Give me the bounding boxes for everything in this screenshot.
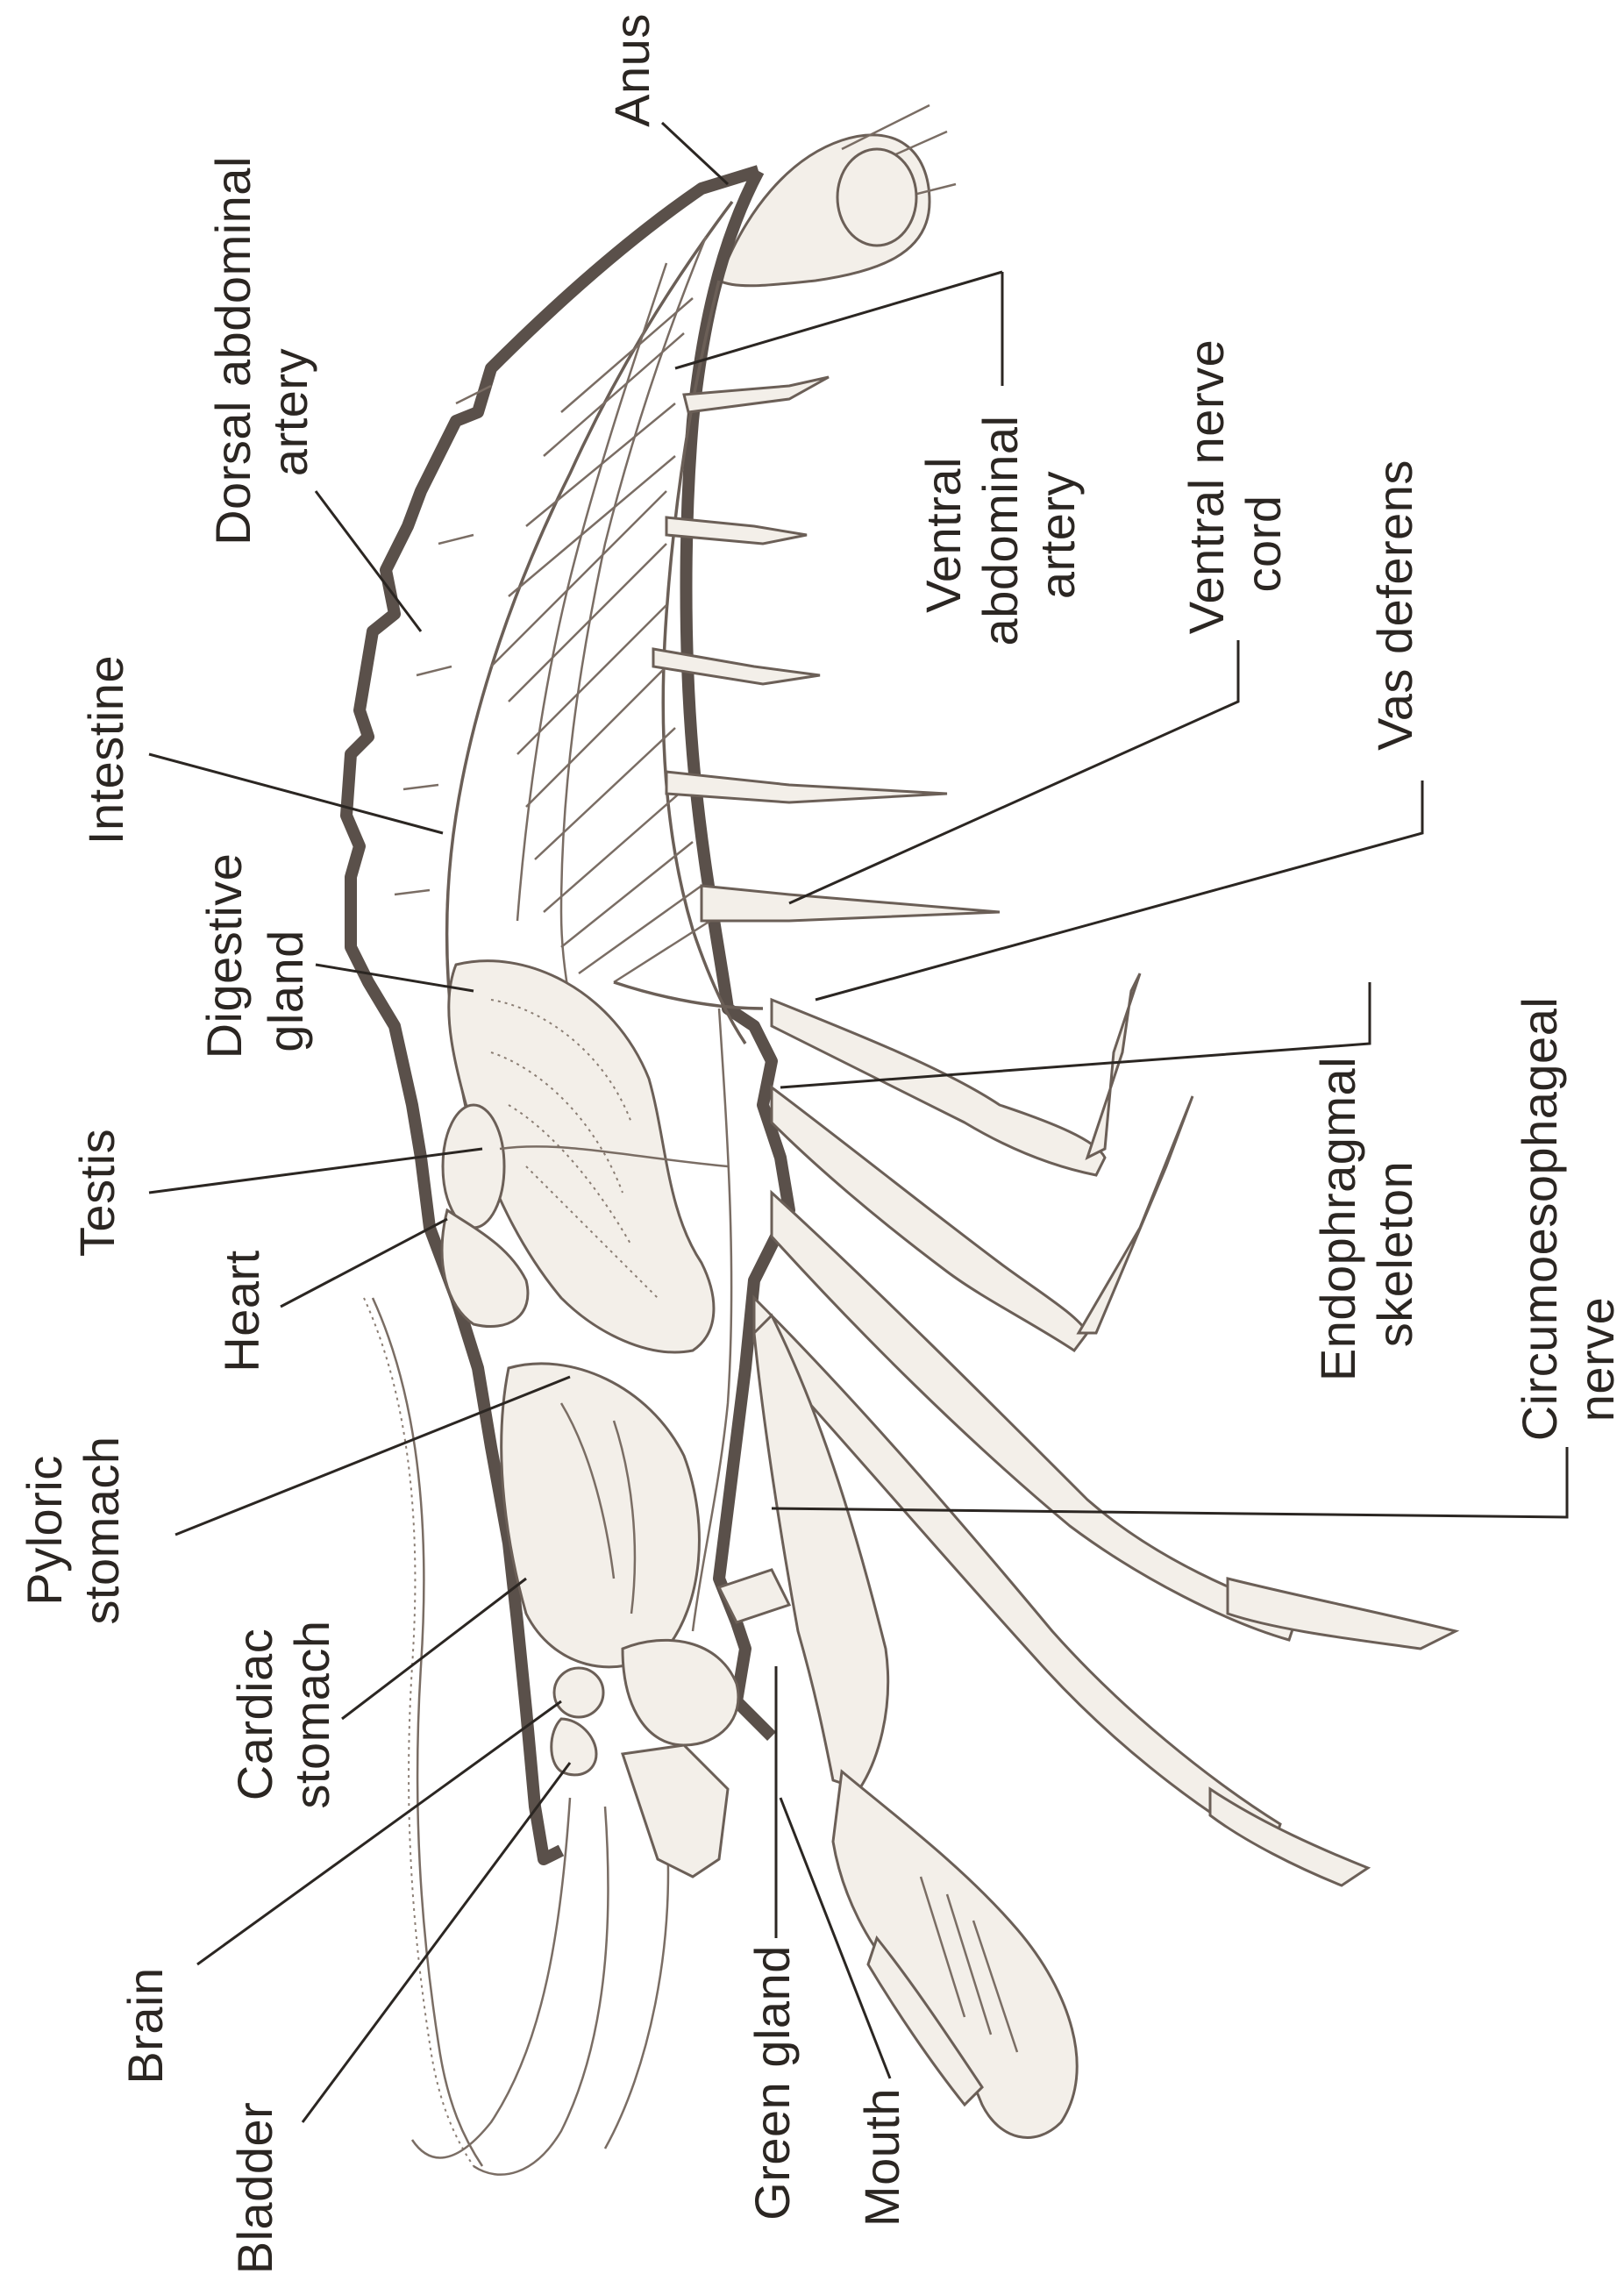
abdomen-muscle	[491, 298, 710, 982]
testis-drawing	[443, 1105, 504, 1228]
lobster-illustration	[346, 105, 1456, 2175]
brain-drawing	[554, 1668, 603, 1717]
leader-testis	[149, 1149, 482, 1193]
label-digestive-gland-line1: Digestive	[196, 853, 252, 1059]
label-digestive-gland-line2: gland	[258, 930, 313, 1052]
label-circumoesophageal-nerve-line1: Circumoesophageal	[1512, 997, 1567, 1442]
label-ventral-abdominal-artery-line2: abdominal	[972, 416, 1028, 646]
leader-vas-deferens	[816, 781, 1422, 1000]
tail-fan	[719, 105, 956, 286]
leader-ventral-nerve-cord	[789, 640, 1238, 903]
label-heart: Heart	[214, 1250, 269, 1372]
leader-intestine	[149, 754, 443, 833]
label-vas-deferens: Vas deferens	[1367, 460, 1422, 751]
mouthparts	[623, 1745, 728, 1877]
label-endophragmal-skeleton-line2: skeleton	[1367, 1161, 1422, 1348]
leader-dorsal-abdominal-artery	[316, 491, 421, 631]
leader-heart	[281, 1219, 447, 1307]
label-intestine: Intestine	[78, 655, 133, 845]
label-testis: Testis	[69, 1129, 125, 1257]
leader-ventral-abdominal-artery	[675, 272, 1002, 386]
label-cardiac-stomach-line1: Cardiac	[227, 1629, 282, 1800]
label-brain: Brain	[118, 1967, 173, 2084]
label-ventral-nerve-cord-line2: cord	[1236, 495, 1291, 593]
leader-digestive-gland	[316, 965, 474, 991]
label-mouth: Mouth	[854, 2088, 909, 2227]
green-gland-drawing	[623, 1640, 738, 1745]
label-anus: Anus	[604, 13, 659, 127]
label-green-gland: Green gland	[744, 1945, 800, 2220]
label-dorsal-abdominal-artery-line1: Dorsal abdominal	[205, 156, 260, 545]
bladder-drawing	[552, 1719, 596, 1775]
label-ventral-abdominal-artery-line1: Ventral	[915, 457, 971, 613]
label-pyloric-stomach-line2: stomach	[74, 1436, 129, 1624]
label-ventral-abdominal-artery-line3: artery	[1029, 471, 1085, 599]
leader-anus	[662, 123, 728, 184]
label-bladder: Bladder	[227, 2102, 282, 2275]
leader-bladder	[303, 1763, 570, 2122]
label-ventral-nerve-cord-line1: Ventral nerve	[1179, 339, 1234, 634]
label-endophragmal-skeleton-line1: Endophragmal	[1310, 1057, 1365, 1381]
label-cardiac-stomach-line2: stomach	[284, 1620, 339, 1808]
claw	[754, 1315, 1077, 2137]
label-pyloric-stomach-line1: Pyloric	[17, 1455, 72, 1606]
label-dorsal-abdominal-artery-line2: artery	[262, 348, 317, 476]
stomach-drawing	[502, 1364, 700, 1667]
leader-cardiac-stomach	[342, 1579, 526, 1719]
label-circumoesophageal-nerve-line2: nerve	[1569, 1297, 1624, 1422]
